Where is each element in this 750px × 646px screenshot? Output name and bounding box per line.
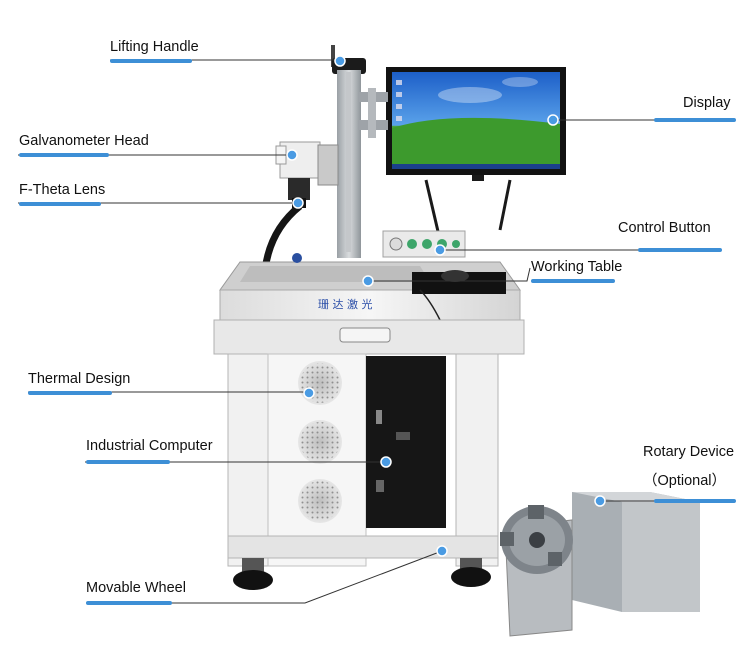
dot-control-button xyxy=(434,244,446,256)
dot-galvanometer-head xyxy=(286,149,298,161)
dot-working-table xyxy=(362,275,374,287)
underline-f-theta-lens xyxy=(19,202,101,206)
machine-top: 珊 达 激 光 xyxy=(219,253,521,321)
underline-industrial-computer xyxy=(86,460,170,464)
label-control-button: Control Button xyxy=(618,220,711,236)
brand-text: 珊 达 激 光 xyxy=(318,297,373,311)
leader-working-table xyxy=(368,267,531,282)
label-display: Display xyxy=(683,95,731,111)
label-rotary-device: Rotary Device xyxy=(643,444,735,460)
label-rotary-optional: （Optional） xyxy=(643,473,727,489)
dot-rotary-device xyxy=(594,495,606,507)
underline-lifting-handle xyxy=(110,59,192,63)
underline-control-button xyxy=(638,248,722,252)
lifting-column xyxy=(331,45,388,258)
underline-rotary-device xyxy=(654,499,736,503)
label-thermal-design: Thermal Design xyxy=(28,371,131,387)
rotary-device-part xyxy=(500,492,700,637)
galvanometer-head-part xyxy=(261,141,339,271)
dot-lifting-handle xyxy=(334,55,346,67)
dot-thermal-design xyxy=(303,387,315,399)
underline-galvanometer-head xyxy=(19,153,109,157)
label-movable-wheel: Movable Wheel xyxy=(86,580,186,596)
dot-f-theta-lens xyxy=(292,197,304,209)
dot-display xyxy=(547,114,559,126)
underline-thermal-design xyxy=(28,391,112,395)
label-industrial-computer: Industrial Computer xyxy=(86,438,213,454)
pointer-dots xyxy=(286,55,606,557)
control-panel xyxy=(382,230,466,258)
underline-movable-wheel xyxy=(86,601,172,605)
cabinet-body xyxy=(213,319,525,590)
dot-movable-wheel xyxy=(436,545,448,557)
label-f-theta-lens: F-Theta Lens xyxy=(19,182,106,198)
label-lifting-handle: Lifting Handle xyxy=(110,39,199,55)
label-galvanometer-head: Galvanometer Head xyxy=(19,133,149,149)
label-working-table: Working Table xyxy=(531,259,623,275)
display-monitor xyxy=(386,67,566,241)
underline-working-table xyxy=(531,279,615,283)
underline-display xyxy=(654,118,736,122)
dot-industrial-computer xyxy=(380,456,392,468)
